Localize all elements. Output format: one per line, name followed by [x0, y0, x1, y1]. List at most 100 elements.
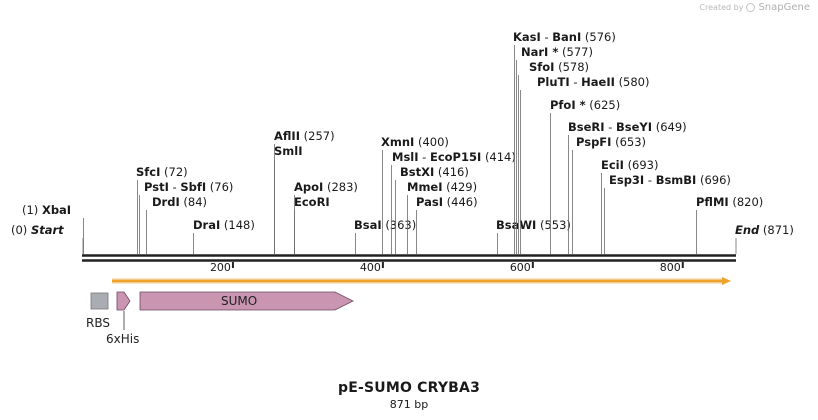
site-nari: NarI * (577)	[516, 45, 593, 254]
site-bsai-label: BsaI (363)	[354, 218, 416, 232]
site-label-part: (72)	[164, 165, 188, 179]
terminal-pos: (0)	[11, 223, 31, 237]
site-pfoi: PfoI * (625)	[550, 98, 620, 254]
tick-label: 800	[660, 261, 681, 274]
site-drai-label: DraI (148)	[193, 218, 255, 232]
site-label-part: Esp3I	[609, 173, 644, 187]
site-label-part: (578)	[558, 60, 589, 74]
created-by-text: Created by	[699, 3, 744, 12]
site-bsawi: BsaWI (553)	[496, 218, 571, 254]
site-label-part: BsmBI	[656, 173, 697, 187]
site-label-part: BseYI	[616, 120, 652, 134]
site-ecori: EcoRI	[294, 195, 330, 254]
site-label-part: XbaI	[42, 203, 71, 217]
site-label-part: PspFI	[576, 135, 611, 149]
site-label-part: SfcI	[136, 165, 160, 179]
site-label-part: MslI	[392, 150, 419, 164]
site-label-part: EcoRI	[294, 195, 330, 209]
site-aflii-label: AflII (257)	[274, 129, 335, 143]
6xhis-label: 6xHis	[106, 332, 139, 346]
terminal-pos: (871)	[759, 223, 794, 237]
site-pflmi-label: PflMI (820)	[696, 195, 763, 209]
terminal-name: End	[735, 223, 760, 237]
site-label-part: (653)	[615, 135, 646, 149]
site-label-part: (577)	[562, 45, 593, 59]
site-sfci-label: SfcI (72)	[136, 165, 188, 179]
site-label-part: SbfI	[180, 180, 206, 194]
site-drdi: DrdI (84)	[146, 195, 207, 254]
site-label-sep: -	[644, 173, 655, 187]
site-label-part: (1)	[22, 203, 38, 217]
site-esp3i: Esp3I - BsmBI (696)	[604, 173, 731, 254]
site-pspfi: PspFI (653)	[572, 135, 646, 254]
site-aflii: AflII (257)	[274, 129, 335, 254]
site-label-part: AflII	[274, 129, 300, 143]
snapgene-name: SnapGene	[758, 2, 810, 13]
tick-label: 200	[210, 261, 231, 274]
site-label-part: NarI *	[521, 45, 558, 59]
site-label-part: KasI	[513, 30, 541, 44]
site-msli: MslI - EcoP15I (414)	[391, 150, 516, 254]
site-label-part: SfoI	[529, 60, 554, 74]
site-label-part: (416)	[438, 165, 469, 179]
site-label-part: (257)	[304, 129, 335, 143]
site-label-part: (414)	[485, 150, 516, 164]
site-xbai-label: (1) XbaI	[22, 203, 71, 217]
site-label-part: EciI	[601, 158, 624, 172]
sumo-label: SUMO	[221, 294, 257, 308]
ruler-ticks: 200 400 600 800	[210, 261, 684, 274]
feature-rbs: RBS	[86, 292, 110, 330]
site-label-part: (820)	[732, 195, 763, 209]
site-bsai: BsaI (363)	[354, 218, 416, 254]
site-label-part: (649)	[656, 120, 687, 134]
snapgene-credit: Created by SnapGene	[699, 2, 810, 13]
site-pasi: PasI (446)	[416, 195, 478, 254]
site-pspfi-label: PspFI (653)	[576, 135, 646, 149]
site-bseri-label: BseRI - BseYI (649)	[568, 120, 687, 134]
6xhis-arrow	[116, 291, 131, 311]
site-label-part: (580)	[619, 75, 650, 89]
site-label-part: (76)	[210, 180, 234, 194]
site-label-part: BsaI	[354, 218, 382, 232]
site-label-part: SmlI	[274, 144, 303, 158]
rbs-label: RBS	[86, 316, 110, 330]
tick-400: 400	[360, 261, 384, 274]
site-smli-label: SmlI	[274, 144, 303, 158]
terminal-end: End (871)	[735, 223, 794, 254]
site-label-part: (625)	[589, 98, 620, 112]
site-sfoi-label: SfoI (578)	[529, 60, 589, 74]
site-psti-label: PstI - SbfI (76)	[144, 180, 233, 194]
site-psti: PstI - SbfI (76)	[139, 180, 233, 254]
site-label-part: (363)	[385, 218, 416, 232]
site-label-part: PluTI	[537, 75, 570, 89]
site-pfoi-label: PfoI * (625)	[550, 98, 620, 112]
feature-6xhis: 6xHis	[106, 291, 139, 346]
feature-sumo: SUMO	[139, 291, 354, 311]
tick-label: 400	[360, 261, 381, 274]
site-xmni: XmnI (400)	[381, 135, 449, 254]
site-label-part: (84)	[183, 195, 207, 209]
plasmid-length: 871 bp	[389, 398, 429, 411]
tick-600: 600	[510, 261, 534, 274]
site-kasi: KasI - BanI (576)	[513, 30, 616, 254]
site-label-part: PfoI *	[550, 98, 586, 112]
site-pasi-label: PasI (446)	[416, 195, 478, 209]
site-xbai: (1) XbaI	[22, 203, 84, 254]
terminal-start: (0) Start	[11, 223, 84, 254]
site-bsawi-label: BsaWI (553)	[496, 218, 571, 232]
site-label-part: HaeII	[581, 75, 615, 89]
site-esp3i-label: Esp3I - BsmBI (696)	[609, 173, 731, 187]
restriction-sites: (1) XbaI DraI (148)DrdI (84)PstI - SbfI (…	[11, 30, 794, 254]
site-label-sep: -	[541, 30, 552, 44]
plasmid-title-block: pE-SUMO CRYBA3 871 bp	[0, 380, 818, 411]
site-label-part: EcoP15I	[430, 150, 481, 164]
site-ecii-label: EciI (693)	[601, 158, 659, 172]
terminal-start-label: (0) Start	[11, 223, 64, 237]
site-bstxi-label: BstXI (416)	[400, 165, 469, 179]
site-bstxi: BstXI (416)	[395, 165, 469, 254]
tick-label: 600	[510, 261, 531, 274]
site-mmei: MmeI (429)	[407, 180, 477, 254]
site-label-part: XmnI	[381, 135, 414, 149]
orf-arrow	[112, 277, 731, 285]
site-label-part: (400)	[418, 135, 449, 149]
